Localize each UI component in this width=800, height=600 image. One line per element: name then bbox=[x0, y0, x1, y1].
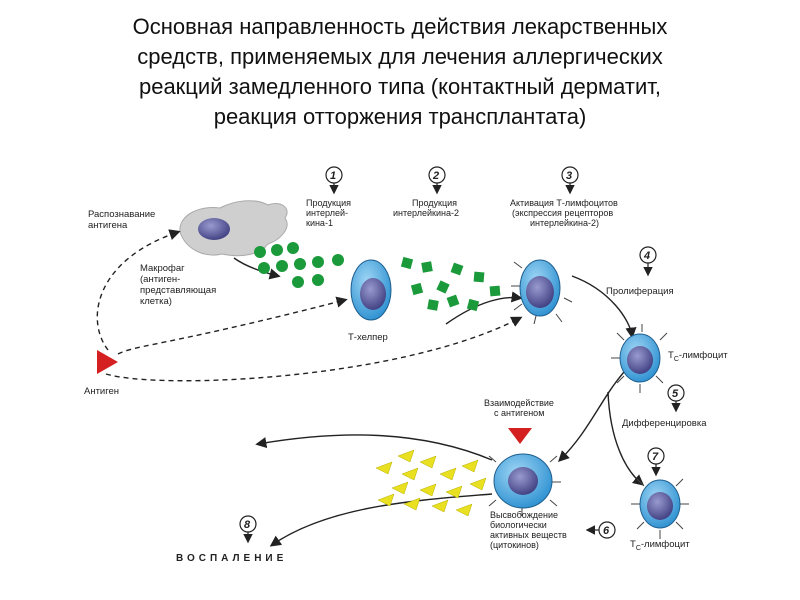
step-4: 4 bbox=[639, 246, 657, 277]
antigen-to-activated-arrow bbox=[105, 316, 523, 382]
il1-label: Продукция интерлей- кина-1 bbox=[306, 198, 354, 228]
page-title: Основная направленность действия лекарст… bbox=[40, 12, 760, 132]
macrophage-cell bbox=[179, 200, 288, 257]
to-interaction-arrow bbox=[558, 371, 625, 462]
cytokines bbox=[375, 449, 487, 517]
antigen-triangle bbox=[97, 350, 118, 374]
title-line-4: реакция отторжения трансплантата) bbox=[213, 104, 587, 129]
macrophage-to-thelper-arrow bbox=[233, 257, 281, 280]
svg-text:3: 3 bbox=[566, 170, 572, 182]
interleukin-2-squares bbox=[400, 256, 501, 312]
t-helper-label: Т-хелпер bbox=[348, 332, 388, 343]
antigen-interaction-triangle bbox=[508, 428, 532, 444]
step-5: 5 bbox=[667, 384, 685, 413]
step-2: 2 bbox=[428, 166, 446, 195]
macrophage-label: Макрофаг (антиген- представляющая клетка… bbox=[140, 263, 219, 307]
title-line-2: средств, применяемых для лечения аллерги… bbox=[137, 44, 663, 69]
recognition-label: Распознавание антигена bbox=[88, 209, 158, 231]
interleukin-1-dots bbox=[254, 242, 344, 288]
svg-text:8: 8 bbox=[244, 519, 251, 531]
step-6: 6 bbox=[585, 521, 616, 539]
thelper-to-activated-arrow bbox=[445, 291, 523, 325]
il2-label: Продукция интерлейкина-2 bbox=[393, 198, 460, 218]
antigen-label: Антиген bbox=[84, 386, 119, 397]
title-line-1: Основная направленность действия лекарст… bbox=[132, 14, 668, 39]
title-line-3: реакций замедленного типа (контактный де… bbox=[138, 74, 662, 99]
activated-t-cell bbox=[511, 259, 573, 325]
differentiation-arrow bbox=[607, 391, 645, 486]
interaction-label: Взаимодействие с антигеном bbox=[484, 398, 556, 418]
antigen-to-thelper-arrow bbox=[117, 296, 348, 355]
effector-t-cell bbox=[488, 453, 561, 516]
svg-text:7: 7 bbox=[652, 451, 659, 463]
activation-label: Активация Т-лимфоцитов (экспрессия рецеп… bbox=[510, 198, 620, 228]
to-inflammation-arrow bbox=[269, 493, 493, 547]
t-helper-cell bbox=[350, 259, 392, 321]
proliferation-arrow bbox=[571, 275, 637, 339]
svg-text:6: 6 bbox=[603, 525, 610, 537]
cytokine-release-arrow bbox=[255, 434, 493, 461]
antigen-to-macrophage-arrow bbox=[96, 229, 181, 351]
tc-lymphocyte-label-2: TC-лимфоцит bbox=[630, 539, 690, 552]
svg-text:4: 4 bbox=[643, 250, 650, 262]
svg-text:5: 5 bbox=[672, 388, 679, 400]
step-7: 7 bbox=[647, 447, 665, 477]
tc-lymphocyte-cell-1 bbox=[611, 324, 668, 393]
tc-lymphocyte-label-1: TC-лимфоцит bbox=[668, 350, 728, 363]
svg-text:2: 2 bbox=[432, 170, 439, 182]
tc-lymphocyte-cell-2 bbox=[631, 478, 689, 539]
release-label: Высвобождение биологически активных веще… bbox=[490, 510, 569, 550]
proliferation-label: Пролиферация bbox=[606, 286, 674, 297]
svg-text:1: 1 bbox=[330, 170, 336, 182]
differentiation-label: Дифференцировка bbox=[622, 418, 707, 429]
step-1: 1 bbox=[325, 166, 343, 195]
inflammation-label: ВОСПАЛЕНИЕ bbox=[176, 553, 287, 564]
step-8: 8 bbox=[239, 515, 257, 544]
step-3: 3 bbox=[561, 166, 579, 195]
